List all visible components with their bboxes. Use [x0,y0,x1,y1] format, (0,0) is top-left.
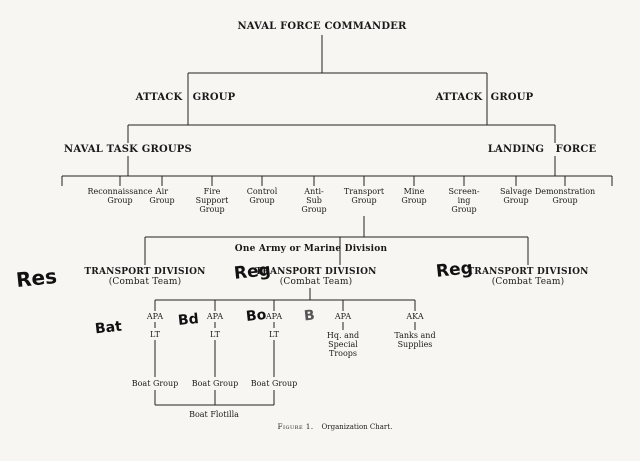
combat-team-label: (Combat Team) [279,277,353,287]
group-anti-sub: Anti- Sub Group [301,187,327,214]
attack-group-left-word1: ATTACK [135,92,183,103]
transport-division-center: TRANSPORT DIVISION (Combat Team) [255,267,376,287]
figure-caption: Figure 1. Organization Chart. [278,423,393,431]
hq-special-troops: Hq. and Special Troops [326,331,360,358]
group-fire-support: Fire Support Group [195,187,229,214]
boat-flotilla: Boat Flotilla [189,410,239,419]
aka: AKA [406,312,424,321]
boat-group-2: Boat Group [191,379,239,388]
boat-group-3: Boat Group [250,379,298,388]
handwritten-bd: Bd [177,310,200,330]
lt-2: LT [210,330,220,339]
naval-force-commander: NAVAL FORCE COMMANDER [237,21,407,32]
naval-task-groups: NAVAL TASK GROUPS [64,144,192,155]
tanks-and-supplies: Tanks and Supplies [394,331,436,349]
group-control: Control Group [246,187,278,205]
handwritten-reg-center: Reg [233,260,272,284]
handwritten-reg-right: Reg [435,258,474,282]
transport-division-left: TRANSPORT DIVISION (Combat Team) [84,267,205,287]
handwritten-b: B [303,307,316,325]
group-mine: Mine Group [401,187,427,205]
group-salvage: Salvage Group [500,187,532,205]
lt-3: LT [269,330,279,339]
landing-force-word2: FORCE [555,144,597,155]
landing-force-word1: LANDING [487,144,545,155]
handwritten-res: Res [14,263,59,293]
boat-group-1: Boat Group [131,379,179,388]
group-air: Air Group [149,187,175,205]
transport-division-label: TRANSPORT DIVISION [467,267,589,277]
attack-group-right-word1: ATTACK [435,92,483,103]
figure-number: Figure 1. [277,423,314,431]
transport-division-label: TRANSPORT DIVISION [84,267,206,277]
group-demonstration: Demonstration Group [534,187,596,205]
figure-title: Organization Chart. [321,423,393,431]
transport-division-right: TRANSPORT DIVISION (Combat Team) [467,267,588,287]
apa-3: APA [265,312,283,321]
lt-1: LT [150,330,160,339]
combat-team-label: (Combat Team) [108,277,182,287]
apa-1: APA [146,312,164,321]
combat-team-label: (Combat Team) [491,277,565,287]
group-screening: Screen- ing Group [448,187,480,214]
apa-2: APA [206,312,224,321]
one-army-or-marine-division: One Army or Marine Division [234,244,388,254]
attack-group-right-word2: GROUP [490,92,534,103]
handwritten-bo: Bo [245,306,268,326]
apa-4: APA [334,312,352,321]
group-reconnaissance: Reconnaissance Group [87,187,153,205]
group-transport: Transport Group [343,187,385,205]
attack-group-left-word2: GROUP [192,92,236,103]
transport-division-label: TRANSPORT DIVISION [255,267,377,277]
handwritten-bat: Bat [94,318,123,338]
